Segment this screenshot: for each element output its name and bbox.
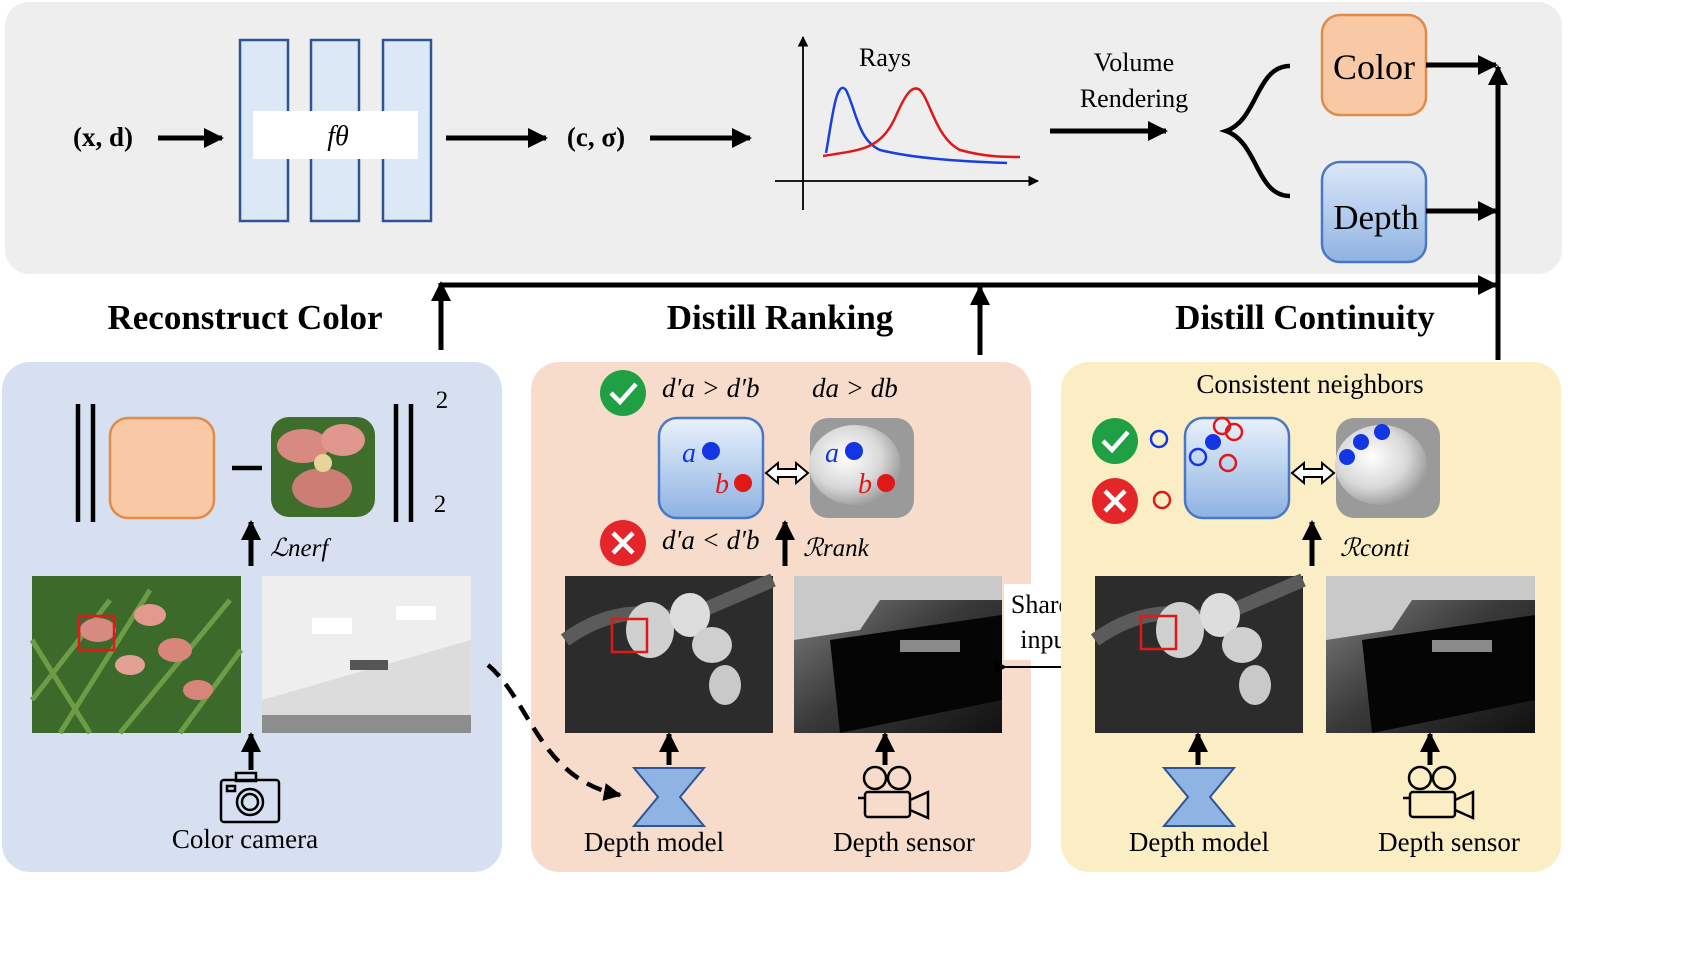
ranking-pred-dot-b: [734, 474, 752, 492]
continuity-gt-points: [1339, 424, 1390, 465]
ranking-gt-dot-a: [845, 442, 863, 460]
continuity-pred-points: [1188, 416, 1244, 473]
consistent-neighbors-title: Consistent neighbors: [1196, 369, 1423, 399]
check-icon-continuity: [1092, 418, 1138, 464]
loss-nerf-label: ℒnerf: [270, 535, 331, 562]
ranking-pred-dot-a: [702, 442, 720, 460]
ranking-depth-model-label: Depth model: [584, 827, 724, 857]
depth-output-label: Depth: [1333, 198, 1419, 237]
ray-density-blue-curve: [824, 86, 1008, 165]
mlp-label: fθ: [327, 121, 349, 152]
norm-superscript: 2: [436, 387, 449, 414]
continuity-pred-depth-box: [1183, 416, 1291, 520]
cross-icon-ranking: [600, 520, 646, 566]
title-distill-continuity: Distill Continuity: [1175, 298, 1435, 337]
rays-plot: [775, 35, 1040, 210]
ranking-depth-sensor-label: Depth sensor: [833, 827, 975, 857]
ranking-double-arrow-icon: [764, 460, 810, 486]
check-icon-ranking: [600, 370, 646, 416]
conti-regularizer-label: ℛconti: [1340, 535, 1410, 562]
ranking-pred-point-a: a: [682, 438, 696, 469]
continuity-sensor-depth-map: [1326, 576, 1535, 733]
volume-rendering-line1: Volume: [1094, 48, 1174, 77]
rank-regularizer-label: ℛrank: [803, 535, 870, 562]
orchid-photo: [29, 576, 244, 735]
norm-subscript: 2: [434, 491, 447, 518]
orchid-crop-marker: [77, 614, 116, 652]
office-photo: [262, 576, 471, 733]
legend-red-hollow-point: [1152, 490, 1172, 510]
output-brace: [1219, 63, 1291, 199]
continuity-double-arrow-icon: [1290, 460, 1336, 486]
ranking-correct-relation: d′a > d′b: [662, 373, 760, 403]
nerf-input-label: (x, d): [73, 122, 133, 152]
ranking-sensor-depth-map: [794, 576, 1002, 733]
ranking-gt-point-a: a: [825, 438, 839, 469]
ranking-depth-model-icon: [631, 767, 707, 827]
continuity-predicted-depth-map: [1090, 573, 1306, 733]
color-camera-label: Color camera: [172, 824, 318, 854]
norm-bars: [75, 404, 414, 522]
title-distill-ranking: Distill Ranking: [667, 298, 894, 337]
continuity-depth-model-label: Depth model: [1129, 827, 1269, 857]
ranking-video-camera-icon: [858, 765, 930, 820]
rays-label: Rays: [859, 43, 911, 72]
continuity-depth-model-icon: [1161, 767, 1237, 827]
continuity-depth-sensor-label: Depth sensor: [1378, 827, 1520, 857]
ranking-pred-depth-box: [657, 416, 765, 520]
rendered-color-placeholder: [108, 416, 216, 520]
legend-blue-hollow-point: [1149, 429, 1169, 449]
title-reconstruct-color: Reconstruct Color: [107, 298, 382, 337]
ranking-gt-relation: da > db: [812, 373, 898, 403]
nerf-output-label: (c, σ): [567, 122, 625, 152]
camera-icon: [219, 771, 281, 824]
cross-icon-continuity: [1092, 478, 1138, 524]
mlp-network: [238, 38, 433, 223]
orchid-crop-thumbnail: [271, 417, 375, 517]
ray-density-red-curve: [822, 87, 1021, 159]
continuity-crop-marker: [1139, 614, 1178, 651]
ranking-crop-marker: [610, 617, 649, 654]
ranking-wrong-relation: d′a < d′b: [662, 525, 760, 555]
dashed-arrow-to-ranking-model: [486, 663, 622, 801]
ranking-pred-point-b: b: [715, 469, 729, 500]
ranking-gt-point-b: b: [858, 469, 872, 500]
ranking-predicted-depth-map: [560, 573, 776, 733]
ranking-gt-dot-b: [877, 474, 895, 492]
volume-rendering-line2: Rendering: [1080, 84, 1188, 113]
continuity-video-camera-icon: [1403, 765, 1475, 820]
color-output-label: Color: [1333, 47, 1415, 87]
